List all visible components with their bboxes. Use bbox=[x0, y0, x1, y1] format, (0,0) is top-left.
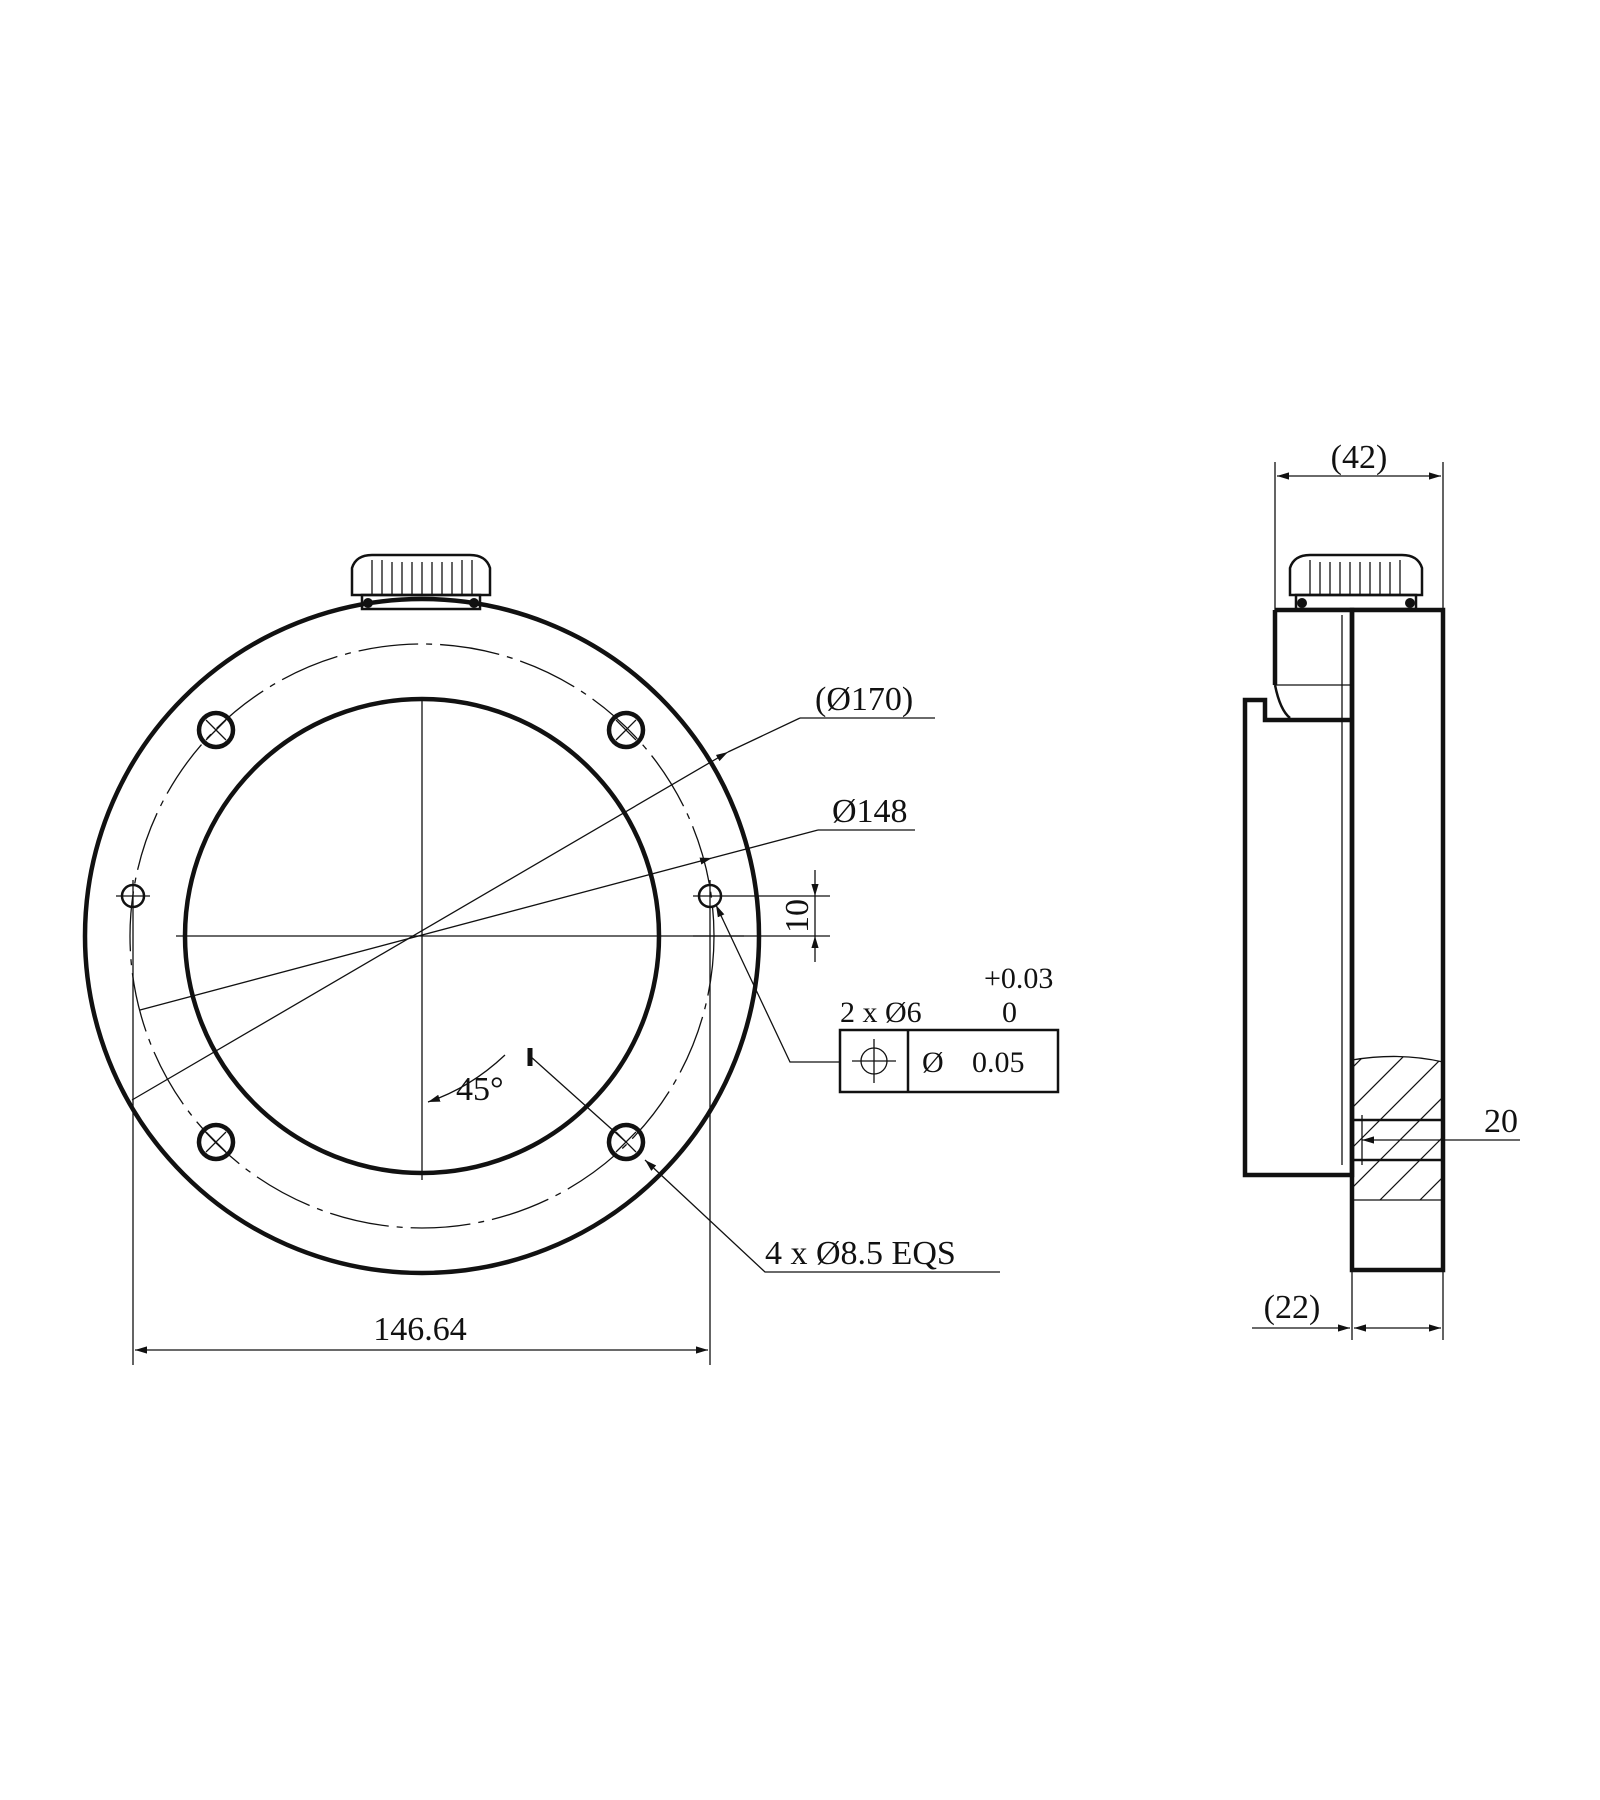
lower-deviation-label: 0 bbox=[1002, 996, 1017, 1029]
flange-width-label: (22) bbox=[1264, 1289, 1321, 1326]
fcf-value-label: 0.05 bbox=[972, 1046, 1025, 1079]
position-symbol-icon bbox=[852, 1039, 896, 1083]
upper-deviation-label: +0.03 bbox=[984, 962, 1053, 995]
section-hatch bbox=[1352, 1056, 1443, 1200]
outer-diameter-leader bbox=[131, 751, 729, 1101]
fcf-diameter-label: Ø bbox=[922, 1046, 944, 1079]
pin-offset-label: 10 bbox=[779, 899, 816, 933]
pin-spacing-label: 146.64 bbox=[373, 1311, 467, 1348]
side-body-front bbox=[1242, 607, 1355, 1178]
bolt-holes-label: 4 x Ø8.5 EQS bbox=[765, 1235, 956, 1272]
bolt-circle-label: Ø148 bbox=[832, 793, 908, 830]
overall-width-label: (42) bbox=[1331, 439, 1388, 476]
pin-hole-right bbox=[693, 880, 830, 912]
bolt-circle-leader bbox=[139, 857, 713, 1011]
bolt-hole-top-right bbox=[606, 710, 646, 750]
bolt-hole-bottom-left bbox=[196, 1122, 236, 1162]
bolt-hole-top-left bbox=[196, 710, 236, 750]
front-view: (Ø170) Ø148 10 +0.03 2 x Ø6 0 Ø 0.05 45°… bbox=[82, 553, 1060, 1365]
bolt-angle-label: 45° bbox=[456, 1071, 504, 1108]
outer-diameter-label: (Ø170) bbox=[815, 681, 913, 718]
side-body-rear bbox=[1349, 607, 1446, 1273]
pin-hole-left bbox=[116, 880, 150, 912]
side-knob-icon bbox=[1288, 553, 1424, 611]
feature-control-frame bbox=[838, 1028, 1060, 1094]
side-view: (42) 20 (22) bbox=[1242, 439, 1520, 1340]
bore-depth-label: 20 bbox=[1484, 1103, 1518, 1140]
pin-callout-label: 2 x Ø6 bbox=[840, 996, 922, 1029]
